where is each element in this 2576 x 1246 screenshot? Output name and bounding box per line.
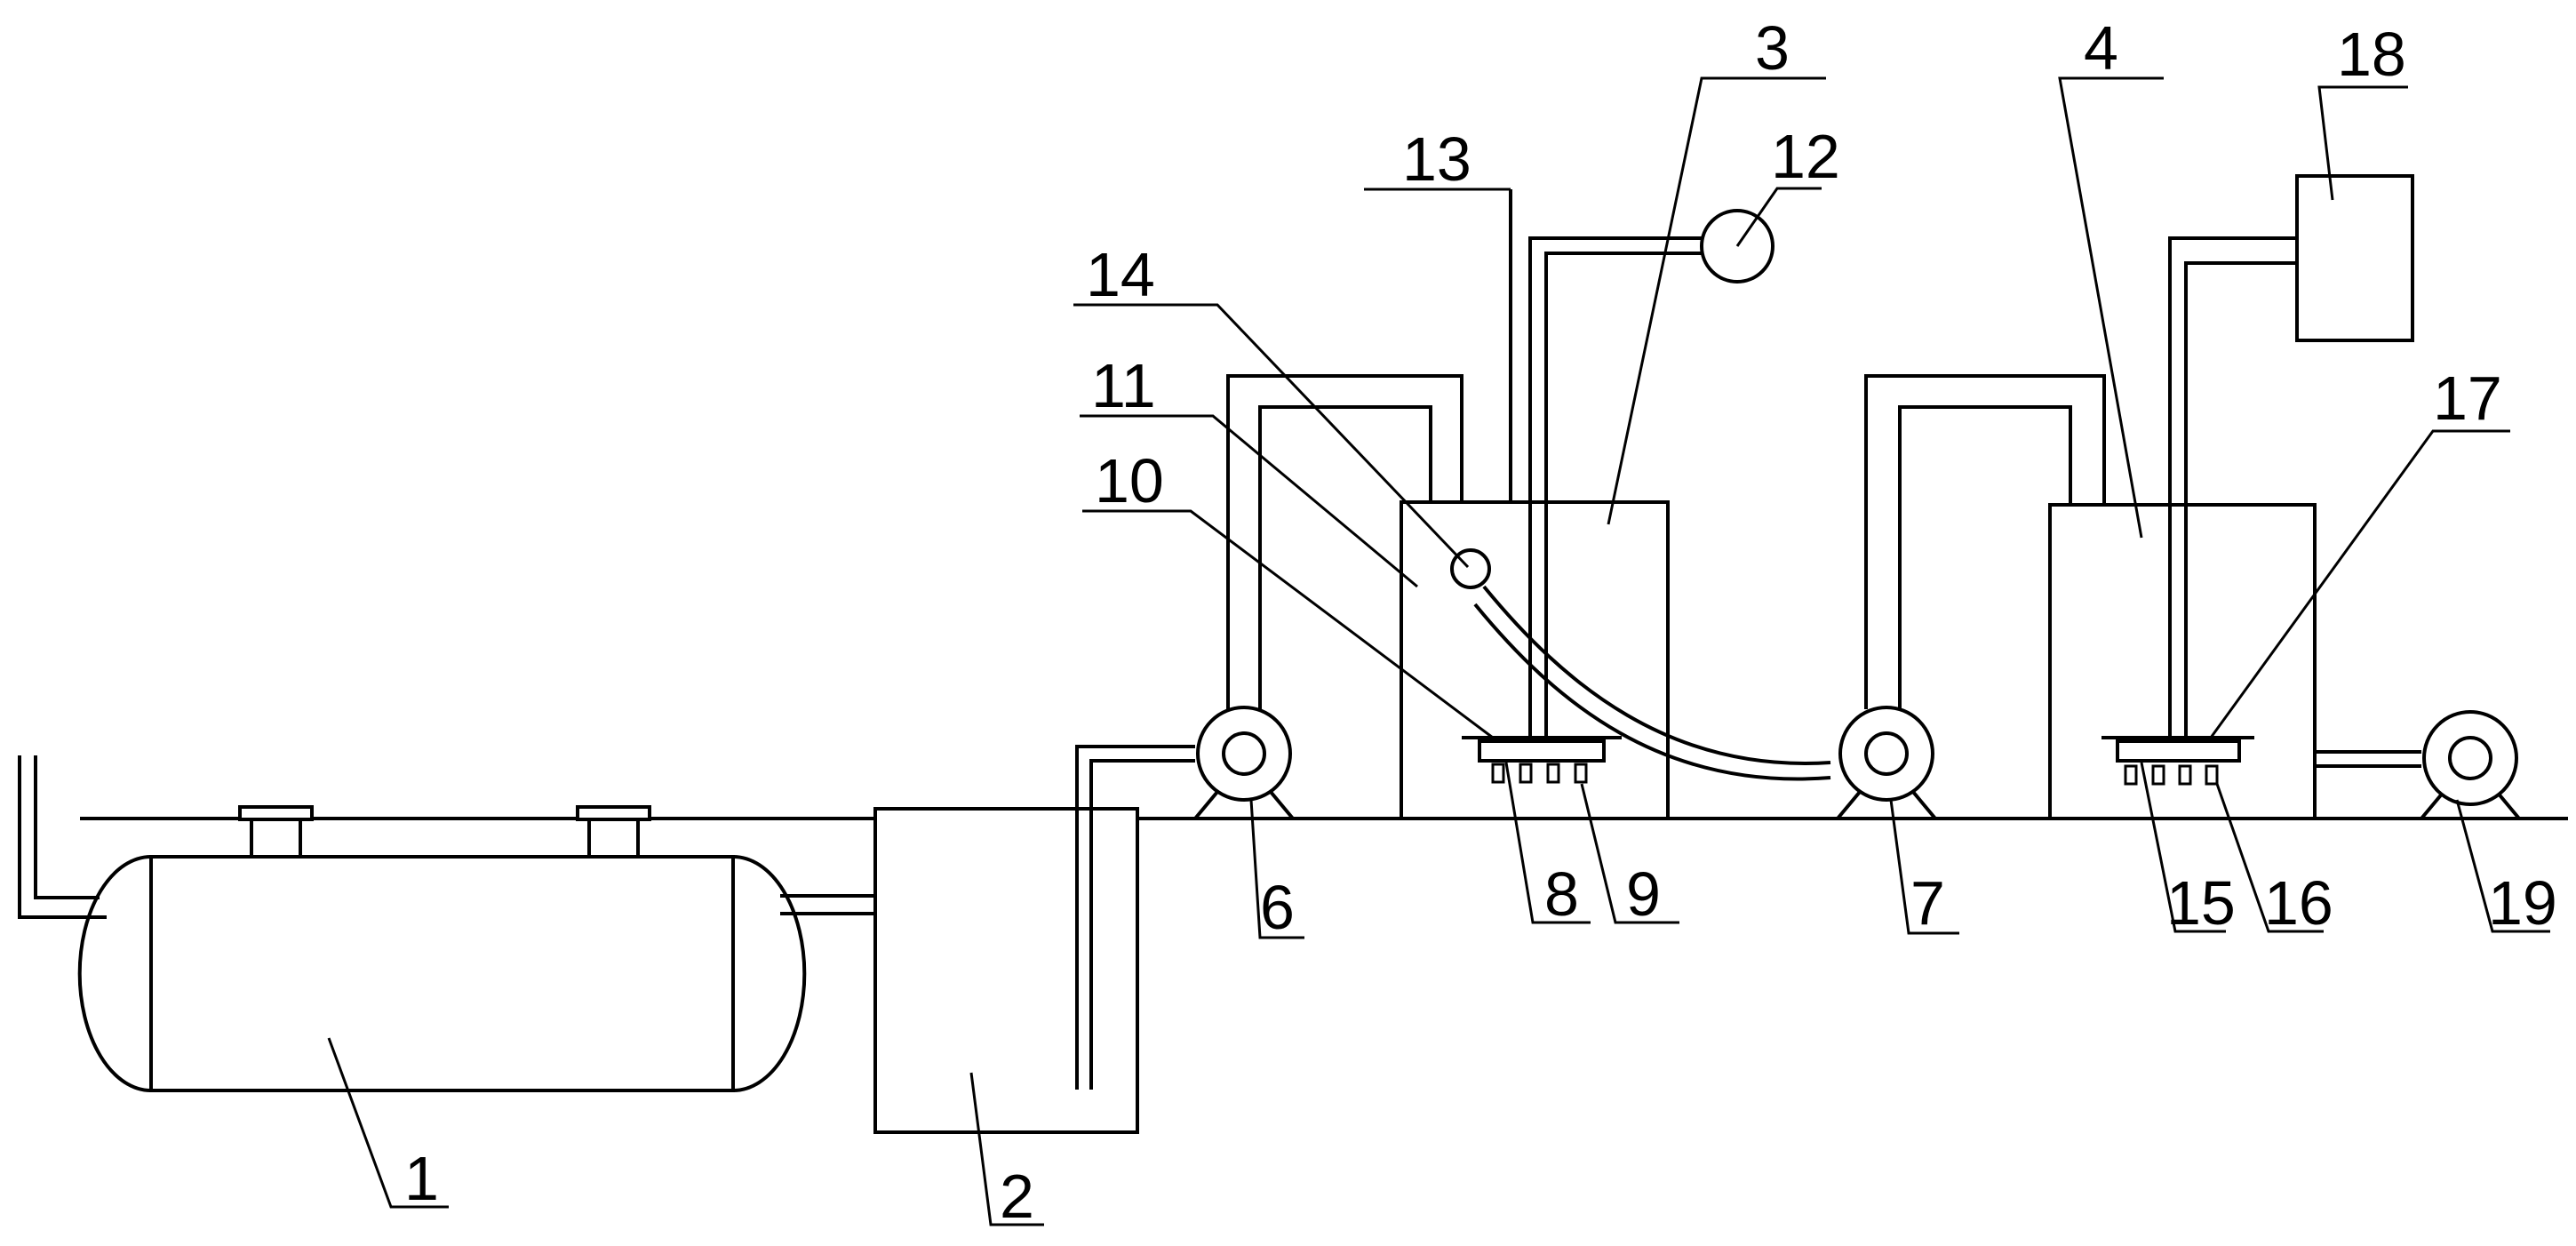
leader-8: [1504, 762, 1591, 924]
leader-11: [1080, 414, 1418, 588]
leader-14: [1073, 303, 1470, 569]
label-6: 6: [1260, 873, 1295, 942]
pipe-6-3-inner: [1258, 405, 1432, 709]
label-13: 13: [1402, 124, 1471, 194]
label-3: 3: [1755, 13, 1790, 83]
pipe-12-inner: [1544, 252, 1702, 738]
pipe-18-outer: [2168, 236, 2297, 738]
label-12: 12: [1771, 122, 1840, 191]
leader-9: [1580, 783, 1679, 924]
leader-2: [969, 1072, 1044, 1226]
pump-7: [1836, 706, 1937, 820]
label-8: 8: [1544, 859, 1579, 929]
curved-pipe-outer: [1482, 585, 1831, 765]
tank-1: [18, 755, 807, 1092]
suction-pipe-6b: [1089, 759, 1195, 1090]
label-18: 18: [2337, 20, 2406, 89]
tank-3: [1400, 500, 1670, 820]
label-15: 15: [2166, 868, 2236, 938]
label-1: 1: [404, 1144, 439, 1213]
leader-1: [327, 1037, 449, 1209]
leader-6: [1249, 799, 1304, 939]
label-9: 9: [1626, 859, 1661, 929]
label-7: 7: [1910, 868, 1945, 938]
pump-6: [1193, 706, 1295, 820]
pipe-7-4-outer: [1864, 374, 2106, 709]
leader-3: [1607, 76, 1826, 525]
leader-4: [2058, 76, 2164, 539]
tank-2: [873, 807, 1139, 1134]
label-16: 16: [2264, 868, 2333, 938]
pipe-6-3-outer: [1226, 374, 1463, 709]
label-19: 19: [2488, 868, 2557, 938]
label-14: 14: [1086, 240, 1155, 309]
pipe-7-4-inner: [1898, 405, 2072, 709]
pipe-12-outer: [1528, 236, 1702, 738]
label-2: 2: [1000, 1162, 1034, 1231]
leader-15: [2140, 762, 2226, 933]
leader-19: [2455, 799, 2550, 933]
label-11: 11: [1091, 351, 1156, 420]
leader-17: [2209, 429, 2510, 739]
suction-pipe-6: [1075, 745, 1195, 1090]
distributor-15: [2101, 736, 2254, 786]
distributor-8: [1462, 736, 1622, 784]
leader-18: [2317, 85, 2408, 201]
label-10: 10: [1095, 446, 1164, 515]
leader-7: [1889, 799, 1959, 935]
leader-16: [2215, 783, 2324, 933]
pipe-18-inner: [2184, 261, 2297, 738]
leader-10: [1082, 509, 1494, 739]
curved-pipe-inner: [1473, 603, 1831, 781]
label-17: 17: [2433, 363, 2502, 433]
leader-12: [1735, 187, 1822, 247]
box-18: [2295, 174, 2414, 342]
tank-4: [2048, 503, 2317, 820]
label-4: 4: [2084, 13, 2118, 83]
pump-19: [2420, 710, 2521, 820]
